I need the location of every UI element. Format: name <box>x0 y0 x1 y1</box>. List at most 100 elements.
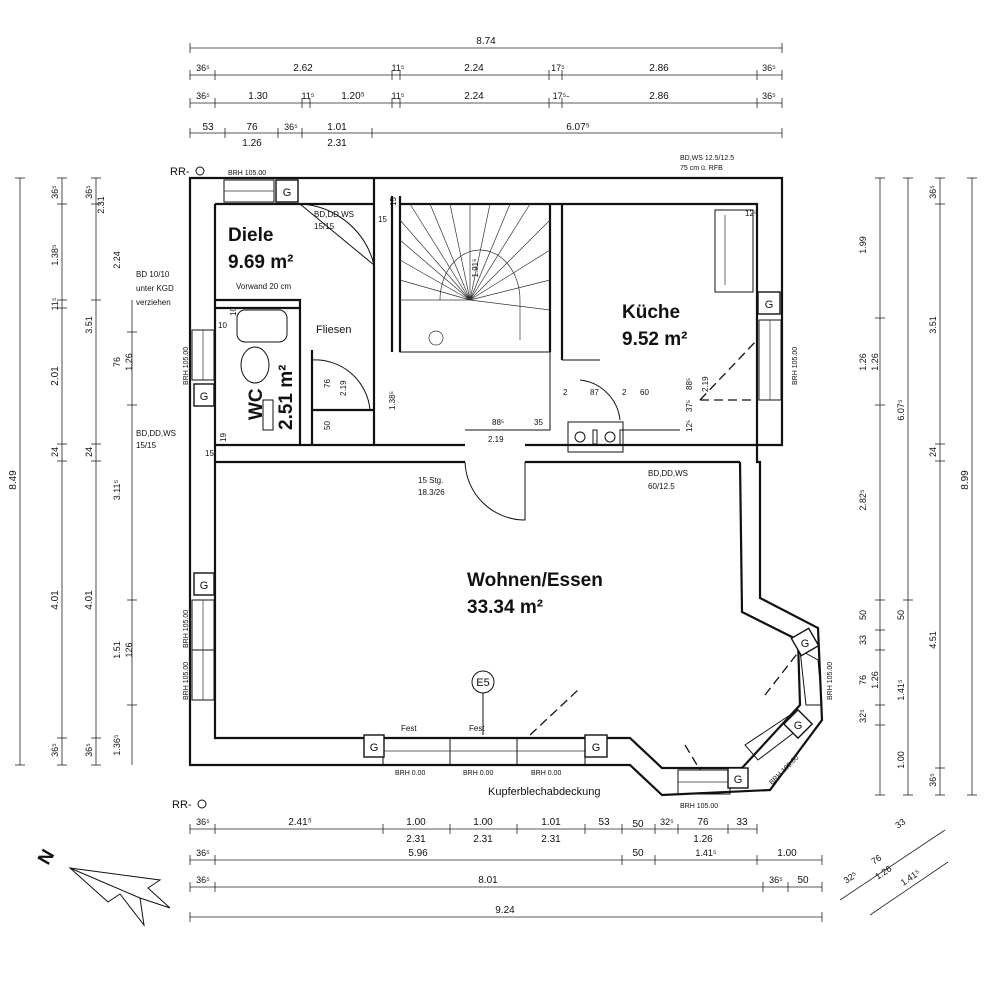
inner-dim-17: 60 <box>640 388 649 397</box>
inner-dim-8: 2.19 <box>339 380 348 396</box>
dim-top-r3-2: 1.30 <box>248 91 268 102</box>
bd-kueche-1: BD,DD,WS <box>648 469 688 478</box>
brh-000-2: BRH 0.00 <box>463 770 493 777</box>
dim-right-c2-10: 1.00 <box>896 751 906 769</box>
bd-kgd-3: verziehen <box>136 298 171 307</box>
dim-bot-r2-1: 36⁵ <box>196 848 210 858</box>
dim-left-c1-4: 2.01 <box>50 366 61 386</box>
dim-right-c1-5: 36⁵ <box>928 773 938 787</box>
bottom-dimension-chains: 36⁵ 2.41⁵ 1.00 1.00 1.01 53 50 32⁵ 76 33… <box>189 817 949 922</box>
dim-top-r2-2: 2.62 <box>293 63 313 74</box>
room-name-wohnen: Wohnen/Essen <box>467 570 603 591</box>
dim-bot-r1-8: 32⁵ <box>660 817 674 827</box>
dim-left-c2-12: 36⁵ <box>84 743 94 757</box>
fest-label-2: Fest <box>469 724 485 733</box>
g-marker-1: G <box>283 187 292 199</box>
dim-left-c2-9: 4.01 <box>84 590 95 610</box>
inner-dim-5: 19 <box>219 433 228 442</box>
bd-diele-1: BD,DD,WS <box>314 210 354 219</box>
inner-dim-2: 15 <box>389 197 398 206</box>
room-name-kueche: Küche <box>622 302 680 323</box>
inner-dim-18: 88⁵ <box>685 378 694 390</box>
dim-diag-5: 1.41⁵ <box>899 867 922 887</box>
dim-left-c2-4: 3.51 <box>84 316 94 334</box>
dim-top-r2-6: 2.86 <box>649 63 669 74</box>
dim-right-c2-5: 2.82⁵ <box>858 489 868 511</box>
dim-left-c1-2: 1.38⁵ <box>50 244 60 266</box>
dim-right-c1-3: 24 <box>928 447 938 457</box>
bd-kueche-top-2: 75 cm ü. RFB <box>680 165 723 172</box>
inner-dim-19: 2.19 <box>701 376 710 392</box>
bd-wc-1: BD,DD,WS <box>136 429 176 438</box>
dim-bot-r1-2: 2.41⁵ <box>288 817 312 828</box>
fliesen-label: Fliesen <box>316 324 351 336</box>
dim-left-c1-6: 4.01 <box>50 590 61 610</box>
dim-bot-r2-3: 50 <box>632 848 644 859</box>
bd-kgd-2: unter KGD <box>136 284 174 293</box>
dim-total-width: 8.74 <box>476 36 496 47</box>
dim-top-r2-5: 17⁵ <box>551 63 565 73</box>
dim-right-c2-6: 50 <box>858 610 868 620</box>
dim-top-r2-3: 11⁵ <box>391 63 404 73</box>
dim-diag-2: 76 <box>869 853 883 867</box>
inner-dim-3: 10 <box>218 321 227 330</box>
vent-markers: G G G G G G G G G <box>193 179 820 789</box>
inner-dim-6: 15 <box>205 449 214 458</box>
dim-left-c1-3: 11⁵ <box>50 297 60 310</box>
brh-bottom-label: BRH 105.00 <box>680 803 718 810</box>
bd-kgd-1: BD 10/10 <box>136 270 170 279</box>
dim-bot-r1b-4: 1.26 <box>693 834 713 845</box>
dim-bot-r3-4: 50 <box>797 875 809 886</box>
dim-right-c2-2: 1.26 <box>858 353 868 371</box>
dim-left-c1-5: 24 <box>50 447 60 457</box>
top-dimension-chains: 8.74 36⁵ 2.62 11⁵ 2.24 17⁵ 2.86 36⁵ 36⁵ … <box>189 36 783 149</box>
brh-000-3: BRH 0.00 <box>531 770 561 777</box>
brh-right-2: BRH 105.00 <box>827 662 834 700</box>
bd-kueche-2: 60/12.5 <box>648 482 675 491</box>
dim-bot-r1-4: 1.00 <box>473 817 493 828</box>
dim-total-height-right: 8.99 <box>960 470 971 490</box>
dim-top-r3-4: 1.20⁵ <box>341 91 365 102</box>
dim-bot-r1-6: 53 <box>598 817 610 828</box>
dim-total-width-bottom: 9.24 <box>495 905 515 916</box>
dim-left-c2-2: 2.31 <box>96 196 106 214</box>
inner-dim-9: 50 <box>323 421 332 430</box>
inner-dim-21: 37⁵ <box>685 400 694 412</box>
dim-total-height-left: 8.49 <box>8 470 19 490</box>
dim-bot-r2-2: 5.96 <box>408 848 428 859</box>
g-marker-8: G <box>794 720 803 732</box>
dim-left-c2-13: 1.36⁵ <box>112 734 122 756</box>
interior-walls <box>215 178 757 464</box>
dim-right-c2-7: 33 <box>858 635 868 645</box>
rr-bottom-label: RR- <box>172 799 192 811</box>
dim-top-r4-3: 36⁵ <box>284 122 298 132</box>
left-dimension-chains: 8.49 36⁵ 1.38⁵ 11⁵ 2.01 24 4.01 36⁵ 36⁵ … <box>8 177 137 766</box>
bd-kueche-top-1: BD,WS 12.5/12.5 <box>680 155 734 162</box>
brh-right-1: BRH 105.00 <box>792 347 799 385</box>
room-labels: Diele 9.69 m² Küche 9.52 m² Wohnen/Essen… <box>228 225 687 618</box>
dim-bot-r1b-1: 2.31 <box>406 834 426 845</box>
dim-top-r4-4: 1.01 <box>327 122 347 133</box>
g-marker-9: G <box>734 774 743 786</box>
brh-top-label: BRH 105.00 <box>228 170 266 177</box>
dim-right-c2-9: 1.41⁵ <box>896 679 906 701</box>
dim-left-c2-10: 1.51 <box>112 641 122 659</box>
dim-bot-r3-2: 8.01 <box>478 875 498 886</box>
inner-dim-20: 12⁵ <box>685 420 694 432</box>
inner-dim-11: 88⁵ <box>492 418 504 427</box>
room-name-wc: WC <box>246 388 267 420</box>
dim-left-c2-3: 2.24 <box>112 251 122 269</box>
dim-bot-r1-10: 33 <box>736 817 748 828</box>
inner-dim-13: 35 <box>534 418 543 427</box>
kupfer-label: Kupferblechabdeckung <box>488 786 601 798</box>
dim-diag-1: 32⁵ <box>842 869 859 885</box>
bd-diele-2: 15/15 <box>314 222 335 231</box>
dim-top-r3-6: 2.24 <box>464 91 484 102</box>
dim-bot-r1-3: 1.00 <box>406 817 426 828</box>
dim-bot-r1-9: 76 <box>697 817 709 828</box>
dim-right-c2-3: 1.26 <box>870 353 880 371</box>
dim-left-c2-11: 126 <box>124 642 134 657</box>
inner-dim-16: 2 <box>622 388 627 397</box>
dim-bot-r3-1: 36⁵ <box>196 875 210 885</box>
dim-bot-r1-1: 36⁵ <box>196 817 210 827</box>
